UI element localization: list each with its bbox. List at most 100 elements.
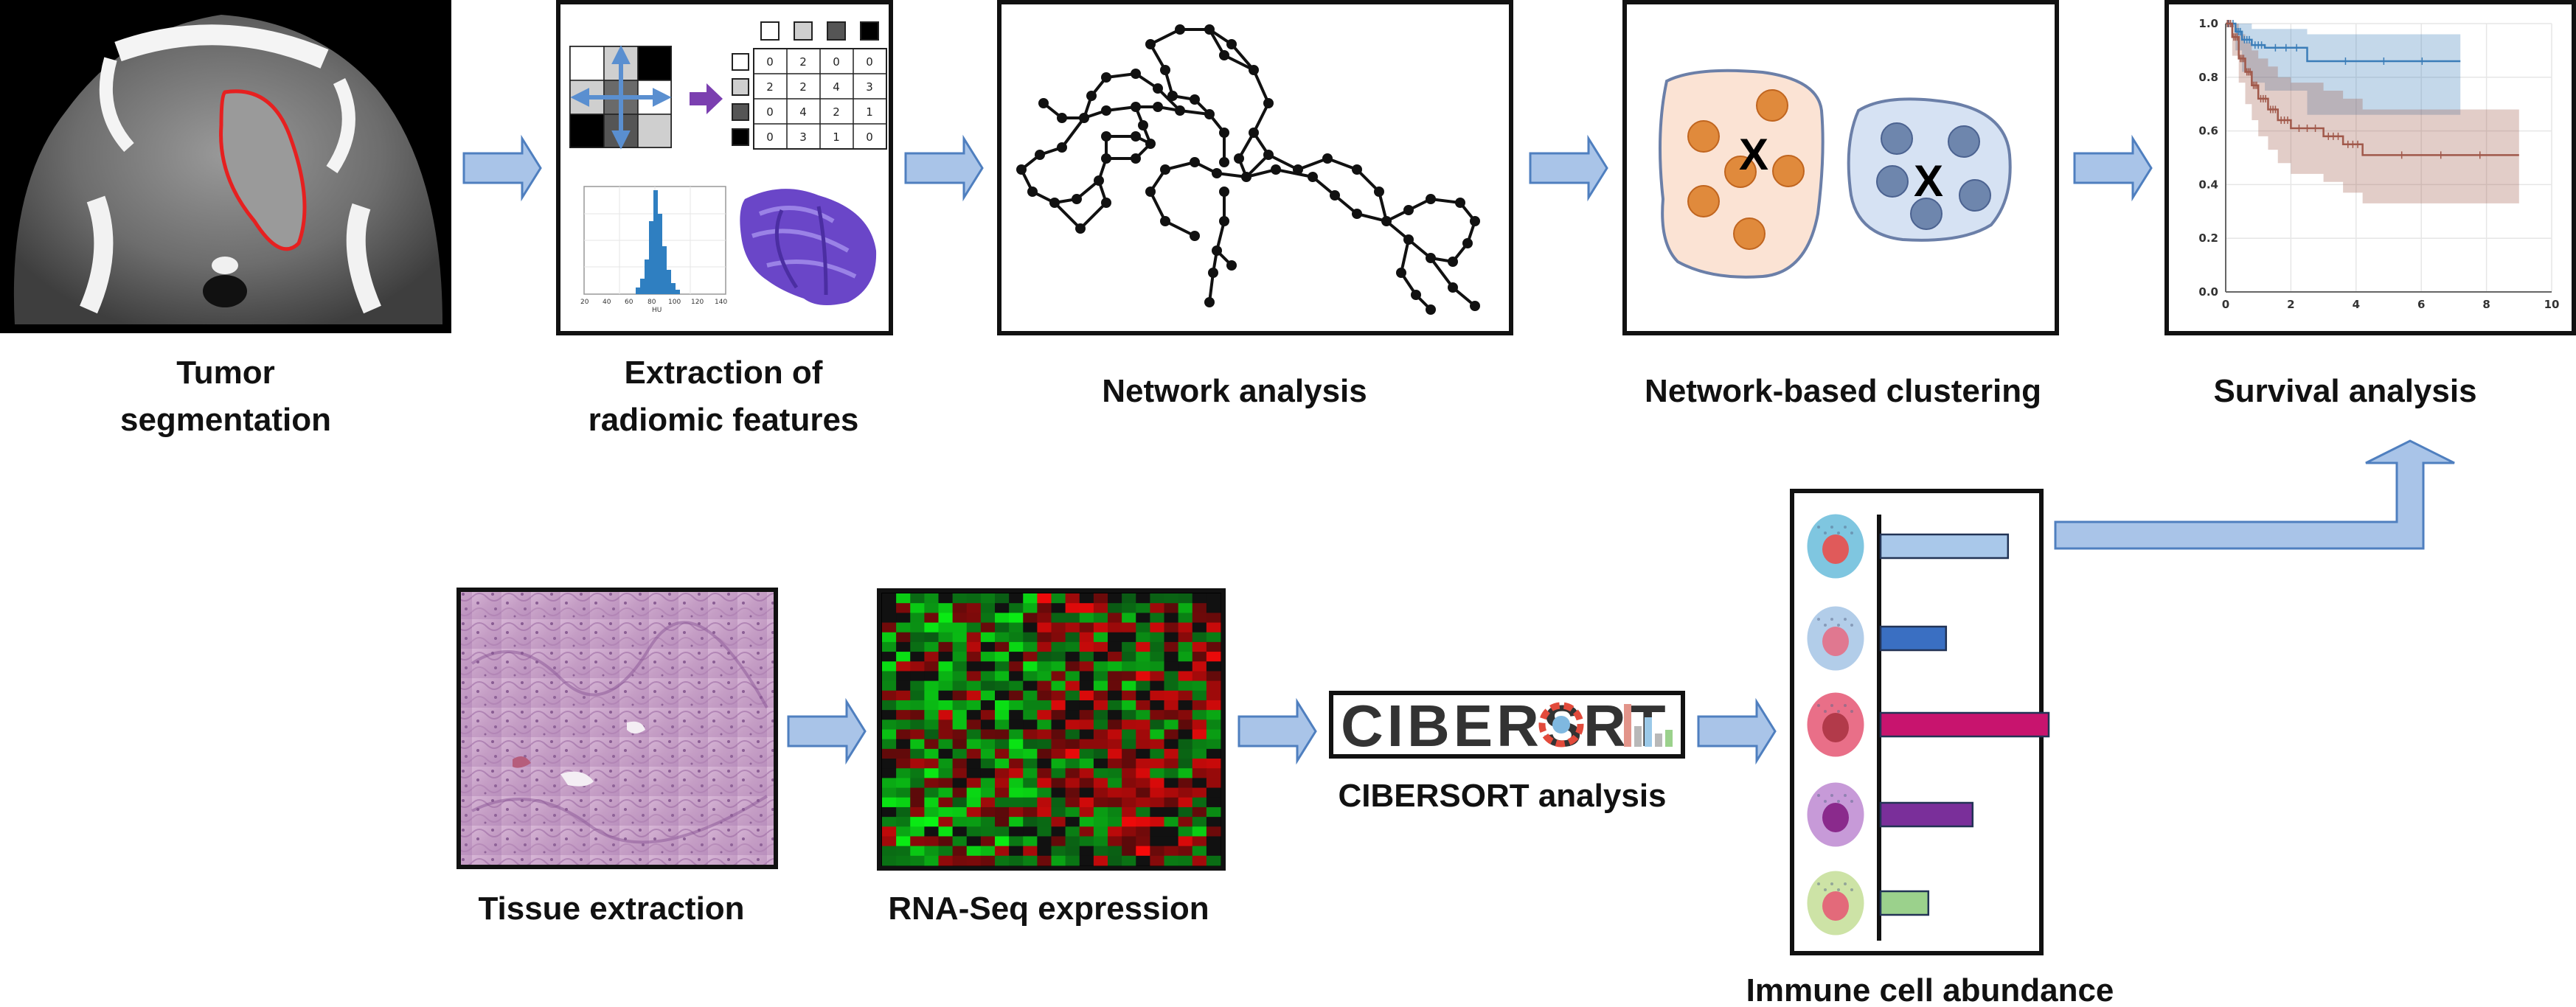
heatmap-cell — [882, 778, 897, 789]
heatmap-cell — [1009, 690, 1024, 701]
heatmap-cell — [1093, 641, 1108, 652]
cell-granule-icon — [1824, 888, 1827, 891]
heatmap-cell — [1122, 826, 1136, 837]
heatmap-cell — [1037, 787, 1052, 798]
heatmap-cell — [1037, 778, 1052, 789]
heatmap-cell — [995, 817, 1010, 827]
heatmap-cell — [910, 806, 925, 818]
label-survival: Survival analysis — [2213, 373, 2476, 409]
heatmap-cell — [966, 778, 982, 789]
cell-granule-icon — [1830, 526, 1833, 529]
heatmap-cell — [1079, 661, 1094, 672]
cell-granule-icon — [1837, 624, 1840, 627]
heatmap-cell — [1122, 661, 1136, 672]
heatmap-cell — [882, 787, 897, 798]
heatmap-cell — [1206, 787, 1221, 798]
matrix-cell: 1 — [866, 105, 873, 119]
heatmap-cell — [1192, 661, 1207, 672]
heatmap-cell — [995, 671, 1010, 682]
heatmap-cell — [1136, 603, 1150, 613]
heatmap-cell — [1079, 613, 1094, 624]
heatmap-cell — [995, 622, 1010, 633]
heatmap-cell — [1178, 719, 1193, 730]
heatmap-cell — [910, 768, 925, 778]
heatmap-cell — [1051, 759, 1066, 769]
tumor-3d-render — [740, 189, 877, 305]
heatmap-cell — [980, 787, 996, 798]
cell-granule-icon — [1817, 704, 1820, 707]
cell-granule-icon — [1850, 800, 1853, 803]
heatmap-cell — [1192, 855, 1207, 866]
heatmap-cell — [1093, 593, 1108, 604]
heatmap-cell — [882, 855, 897, 866]
heatmap-cell — [1093, 729, 1108, 740]
heatmap-cell — [910, 671, 925, 682]
heatmap-cell — [1037, 846, 1052, 857]
heatmap-cell — [980, 855, 996, 866]
heatmap-cell — [1178, 661, 1193, 672]
heatmap-cell — [1108, 700, 1122, 711]
heatmap-cell — [1093, 846, 1108, 857]
heatmap-cell — [1178, 748, 1193, 759]
heatmap-cell — [1093, 748, 1108, 759]
immune-bar — [1879, 533, 2010, 560]
heatmap-cell — [1023, 855, 1038, 866]
heatmap-cell — [1065, 719, 1080, 730]
heatmap-cell — [1206, 671, 1221, 682]
arrow-right-icon — [1697, 697, 1777, 765]
heatmap-cell — [1206, 817, 1221, 827]
cell-granule-icon — [1817, 882, 1820, 885]
hu-histogram: 20 40 60 80 100 120 140 HU — [580, 186, 727, 314]
heatmap-cell — [896, 622, 911, 633]
heatmap-cell — [1051, 603, 1066, 613]
heatmap-cell — [1206, 836, 1221, 847]
chart-ci-band-1 — [2226, 24, 2519, 203]
heatmap-cell — [1192, 778, 1207, 789]
heatmap-cell — [1065, 739, 1080, 750]
cooccurrence-matrix: 0 2 0 0 2 2 4 3 0 4 2 1 0 3 1 0 — [753, 48, 887, 150]
heatmap-cell — [924, 739, 939, 750]
heatmap-cell — [1093, 836, 1108, 847]
heatmap-cell — [924, 817, 939, 827]
heatmap-cell — [1178, 826, 1193, 837]
heatmap-cell — [1164, 729, 1179, 740]
heatmap-cell — [938, 622, 954, 633]
heatmap-cell — [1037, 661, 1052, 672]
heatmap-cell — [910, 729, 925, 740]
heatmap-cell — [1164, 719, 1179, 730]
heatmap-cell — [924, 797, 939, 808]
heatmap-cell — [1009, 768, 1024, 778]
heatmap-cell — [938, 593, 954, 604]
heatmap-cell — [924, 680, 939, 691]
heatmap-cell — [1009, 603, 1024, 613]
heatmap-cell — [995, 768, 1010, 778]
heatmap-cell — [1150, 817, 1164, 827]
heatmap-cell — [952, 603, 968, 613]
heatmap-cell — [980, 632, 996, 643]
heatmap-cell — [1079, 632, 1094, 643]
heatmap-cell — [896, 593, 911, 604]
heatmap-cell — [1065, 787, 1080, 798]
heatmap-cell — [980, 719, 996, 730]
matrix-cell: 2 — [833, 105, 840, 119]
heatmap-cell — [1178, 632, 1193, 643]
heatmap-cell — [938, 836, 954, 847]
heatmap-cell — [1136, 846, 1150, 857]
heatmap-cell — [924, 836, 939, 847]
heatmap-cell — [980, 759, 996, 769]
heatmap-cell — [966, 632, 982, 643]
heatmap-cell — [1065, 817, 1080, 827]
heatmap-cell — [966, 603, 982, 613]
heatmap-cell — [924, 613, 939, 624]
heatmap-cell — [1206, 622, 1221, 633]
heatmap-cell — [1164, 622, 1179, 633]
heatmap-cell — [896, 836, 911, 847]
heatmap-cell — [995, 710, 1010, 720]
heatmap-cell — [1178, 787, 1193, 798]
heatmap-cell — [1093, 613, 1108, 624]
heatmap-cell — [924, 826, 939, 837]
heatmap-cell — [995, 787, 1010, 798]
heatmap-cell — [1192, 719, 1207, 730]
heatmap-cell — [882, 603, 897, 613]
heatmap-cell — [882, 836, 897, 847]
